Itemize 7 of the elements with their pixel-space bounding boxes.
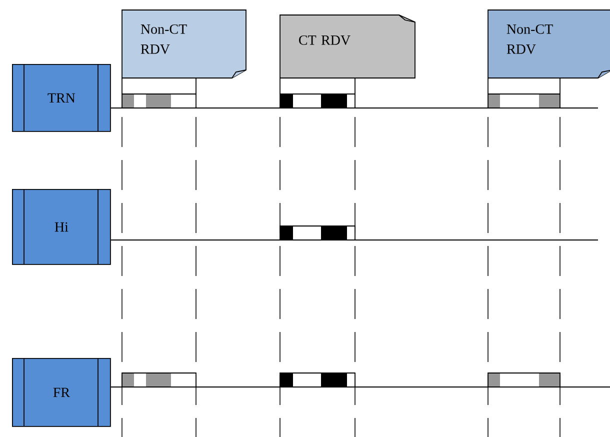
note-box: Non-CT RDV <box>488 10 610 78</box>
process-box: Hi <box>12 188 111 265</box>
timeline <box>110 386 610 388</box>
note-box: CT RDV <box>280 14 416 78</box>
process-box: TRN <box>12 64 111 132</box>
process-box: FR <box>12 358 111 427</box>
note-box: Non-CT RDV <box>122 10 246 78</box>
